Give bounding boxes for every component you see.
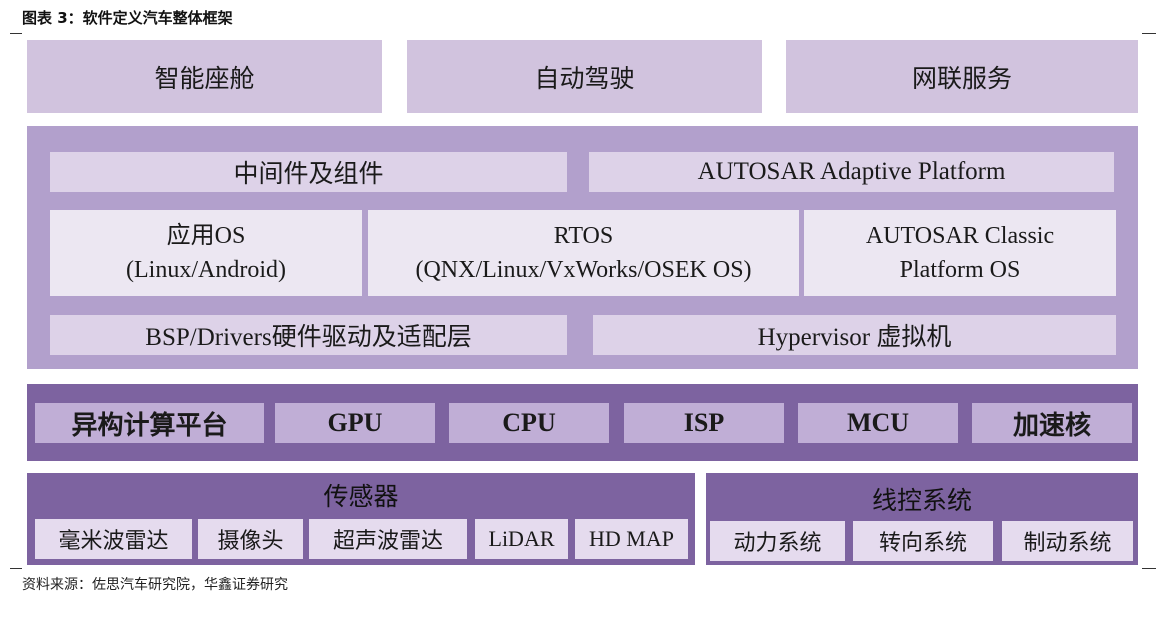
top-left-rule bbox=[10, 33, 22, 34]
app-connected-services: 网联服务 bbox=[786, 40, 1138, 113]
sensor-ultrasonic-radar: 超声波雷达 bbox=[309, 519, 467, 559]
app-smart-cockpit: 智能座舱 bbox=[27, 40, 382, 113]
sensors-title: 传感器 bbox=[323, 484, 399, 511]
sensor-camera: 摄像头 bbox=[198, 519, 303, 559]
rtos-line1: RTOS bbox=[553, 223, 614, 249]
bottom-right-rule bbox=[1142, 568, 1156, 569]
autosar-classic-line2: Platform OS bbox=[899, 257, 1021, 283]
rtos-line2: (QNX/Linux/VxWorks/OSEK OS) bbox=[415, 257, 752, 283]
autosar-adaptive-platform: AUTOSAR Adaptive Platform bbox=[589, 152, 1114, 192]
hw-accelerator-core: 加速核 bbox=[972, 403, 1132, 443]
autosar-classic-box: AUTOSAR Classic Platform OS bbox=[804, 210, 1116, 296]
by-wire-braking: 制动系统 bbox=[1002, 521, 1133, 561]
app-os-line2: (Linux/Android) bbox=[126, 257, 286, 283]
by-wire-powertrain: 动力系统 bbox=[710, 521, 845, 561]
hw-cpu: CPU bbox=[449, 403, 609, 443]
bottom-left-rule bbox=[10, 568, 22, 569]
app-os-box: 应用OS (Linux/Android) bbox=[50, 210, 362, 296]
middleware-components: 中间件及组件 bbox=[50, 152, 567, 192]
hypervisor-box: Hypervisor 虚拟机 bbox=[593, 315, 1116, 355]
figure-title: 图表 3：软件定义汽车整体框架 bbox=[22, 9, 233, 27]
hw-heterogeneous-platform: 异构计算平台 bbox=[35, 403, 264, 443]
by-wire-steering: 转向系统 bbox=[853, 521, 993, 561]
by-wire-title: 线控系统 bbox=[871, 488, 972, 515]
hw-gpu: GPU bbox=[275, 403, 435, 443]
rtos-box: RTOS (QNX/Linux/VxWorks/OSEK OS) bbox=[368, 210, 799, 296]
app-autonomous-driving: 自动驾驶 bbox=[407, 40, 762, 113]
sensor-mmwave-radar: 毫米波雷达 bbox=[35, 519, 192, 559]
app-os-line1: 应用OS bbox=[166, 223, 246, 249]
autosar-classic-line1: AUTOSAR Classic bbox=[865, 223, 1055, 249]
source-note: 资料来源：佐思汽车研究院，华鑫证券研究 bbox=[22, 577, 288, 593]
sensor-hd-map: HD MAP bbox=[575, 519, 688, 559]
top-right-rule bbox=[1142, 33, 1156, 34]
hw-mcu: MCU bbox=[798, 403, 958, 443]
bsp-drivers-box: BSP/Drivers硬件驱动及适配层 bbox=[50, 315, 567, 355]
sensor-lidar: LiDAR bbox=[475, 519, 568, 559]
hw-isp: ISP bbox=[624, 403, 784, 443]
